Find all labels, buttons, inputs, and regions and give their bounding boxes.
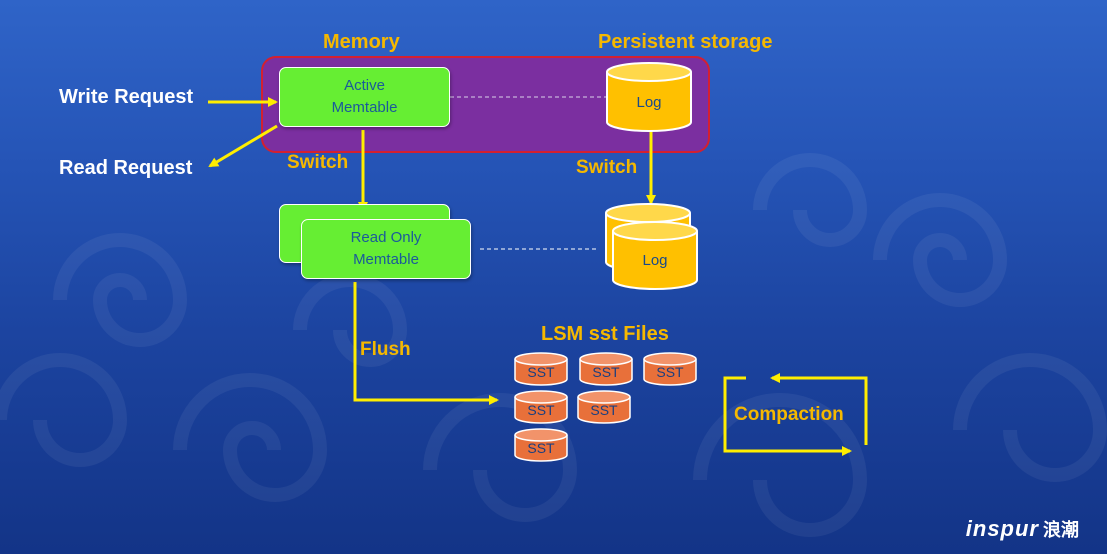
write-request-label: Write Request bbox=[59, 86, 194, 108]
log-label-switched: Log bbox=[642, 252, 668, 269]
compaction-label: Compaction bbox=[734, 404, 844, 425]
sst-file-6 bbox=[514, 428, 568, 462]
log-cylinder-active bbox=[606, 62, 692, 132]
log-label-active: Log bbox=[636, 94, 662, 111]
active-memtable-line2: Memtable bbox=[331, 99, 398, 116]
logo-text: inspur bbox=[965, 516, 1039, 541]
active-memtable-line1: Active bbox=[344, 77, 385, 94]
sst-label-6: SST bbox=[527, 440, 555, 456]
sst-label-5: SST bbox=[590, 402, 618, 418]
sst-label-1: SST bbox=[527, 364, 555, 380]
memory-header: Memory bbox=[323, 31, 400, 53]
compaction-loop-top bbox=[770, 373, 868, 445]
read-request-arrow bbox=[208, 124, 278, 168]
lsm-sst-files-title: LSM sst Files bbox=[541, 323, 669, 345]
flush-arrow bbox=[353, 282, 499, 405]
logo-cn: 浪潮 bbox=[1043, 520, 1079, 540]
sst-label-3: SST bbox=[656, 364, 684, 380]
read-only-memtable-line1: Read Only bbox=[350, 229, 422, 246]
read-only-memtable-line2: Memtable bbox=[353, 251, 419, 268]
read-only-memtable: Read Only Memtable bbox=[301, 219, 471, 279]
active-memtable: Active Memtable bbox=[279, 67, 450, 127]
switch-memory-label: Switch bbox=[287, 152, 349, 173]
compaction-loop-bottom bbox=[723, 376, 852, 456]
sst-file-4 bbox=[514, 390, 568, 424]
persistent-storage-header: Persistent storage bbox=[598, 31, 773, 53]
sst-file-1 bbox=[514, 352, 568, 386]
sst-label-2: SST bbox=[592, 364, 620, 380]
sst-file-5 bbox=[577, 390, 631, 424]
read-request-label: Read Request bbox=[59, 157, 193, 179]
sst-label-4: SST bbox=[527, 402, 555, 418]
sst-file-2 bbox=[579, 352, 633, 386]
flush-label: Flush bbox=[360, 339, 411, 360]
switch-storage-label: Switch bbox=[576, 157, 638, 178]
sst-file-3 bbox=[643, 352, 697, 386]
log-cylinder-front bbox=[612, 221, 698, 290]
